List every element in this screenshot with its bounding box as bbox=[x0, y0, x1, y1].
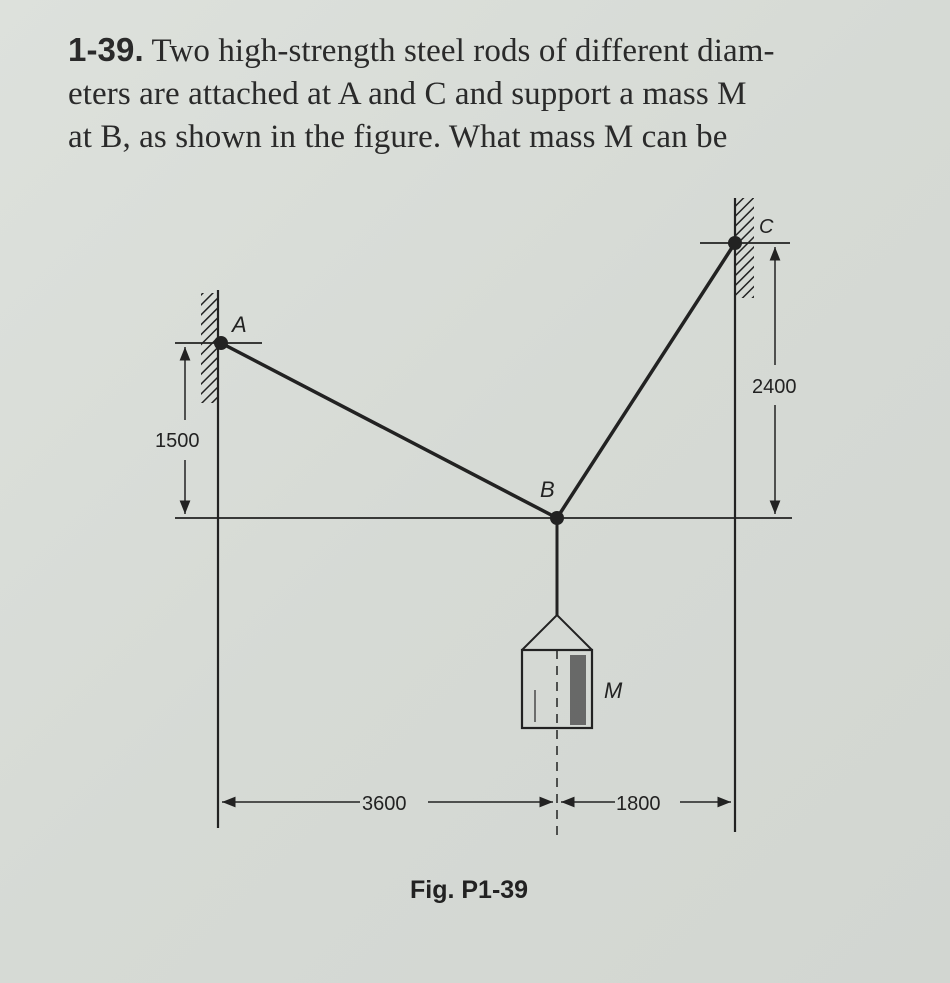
pin-a bbox=[214, 336, 228, 350]
dim-label-1800: 1800 bbox=[616, 793, 661, 815]
wall-a bbox=[201, 290, 220, 828]
label-b: B bbox=[540, 477, 555, 502]
problem-number: 1-39. bbox=[68, 31, 144, 68]
rod-bc bbox=[555, 242, 737, 519]
dim-label-3600: 3600 bbox=[362, 793, 407, 815]
pin-c bbox=[728, 236, 742, 250]
dim-label-2400: 2400 bbox=[752, 376, 797, 398]
rod-ab bbox=[220, 341, 558, 520]
label-m: M bbox=[604, 678, 623, 703]
problem-line-2: eters are attached at A and C and suppor… bbox=[68, 76, 747, 112]
problem-line-1: 1-39. Two high-strength steel rods of di… bbox=[68, 31, 775, 69]
problem-line-3: at B, as shown in the figure. What mass … bbox=[68, 119, 728, 155]
figure-caption: Fig. P1-39 bbox=[410, 876, 528, 904]
dim-label-1500: 1500 bbox=[155, 430, 200, 452]
label-a: A bbox=[230, 312, 247, 337]
wall-c bbox=[733, 198, 754, 832]
label-c: C bbox=[759, 216, 774, 238]
pin-b bbox=[550, 511, 564, 525]
problem-statement: 1-39. Two high-strength steel rods of di… bbox=[68, 28, 888, 159]
